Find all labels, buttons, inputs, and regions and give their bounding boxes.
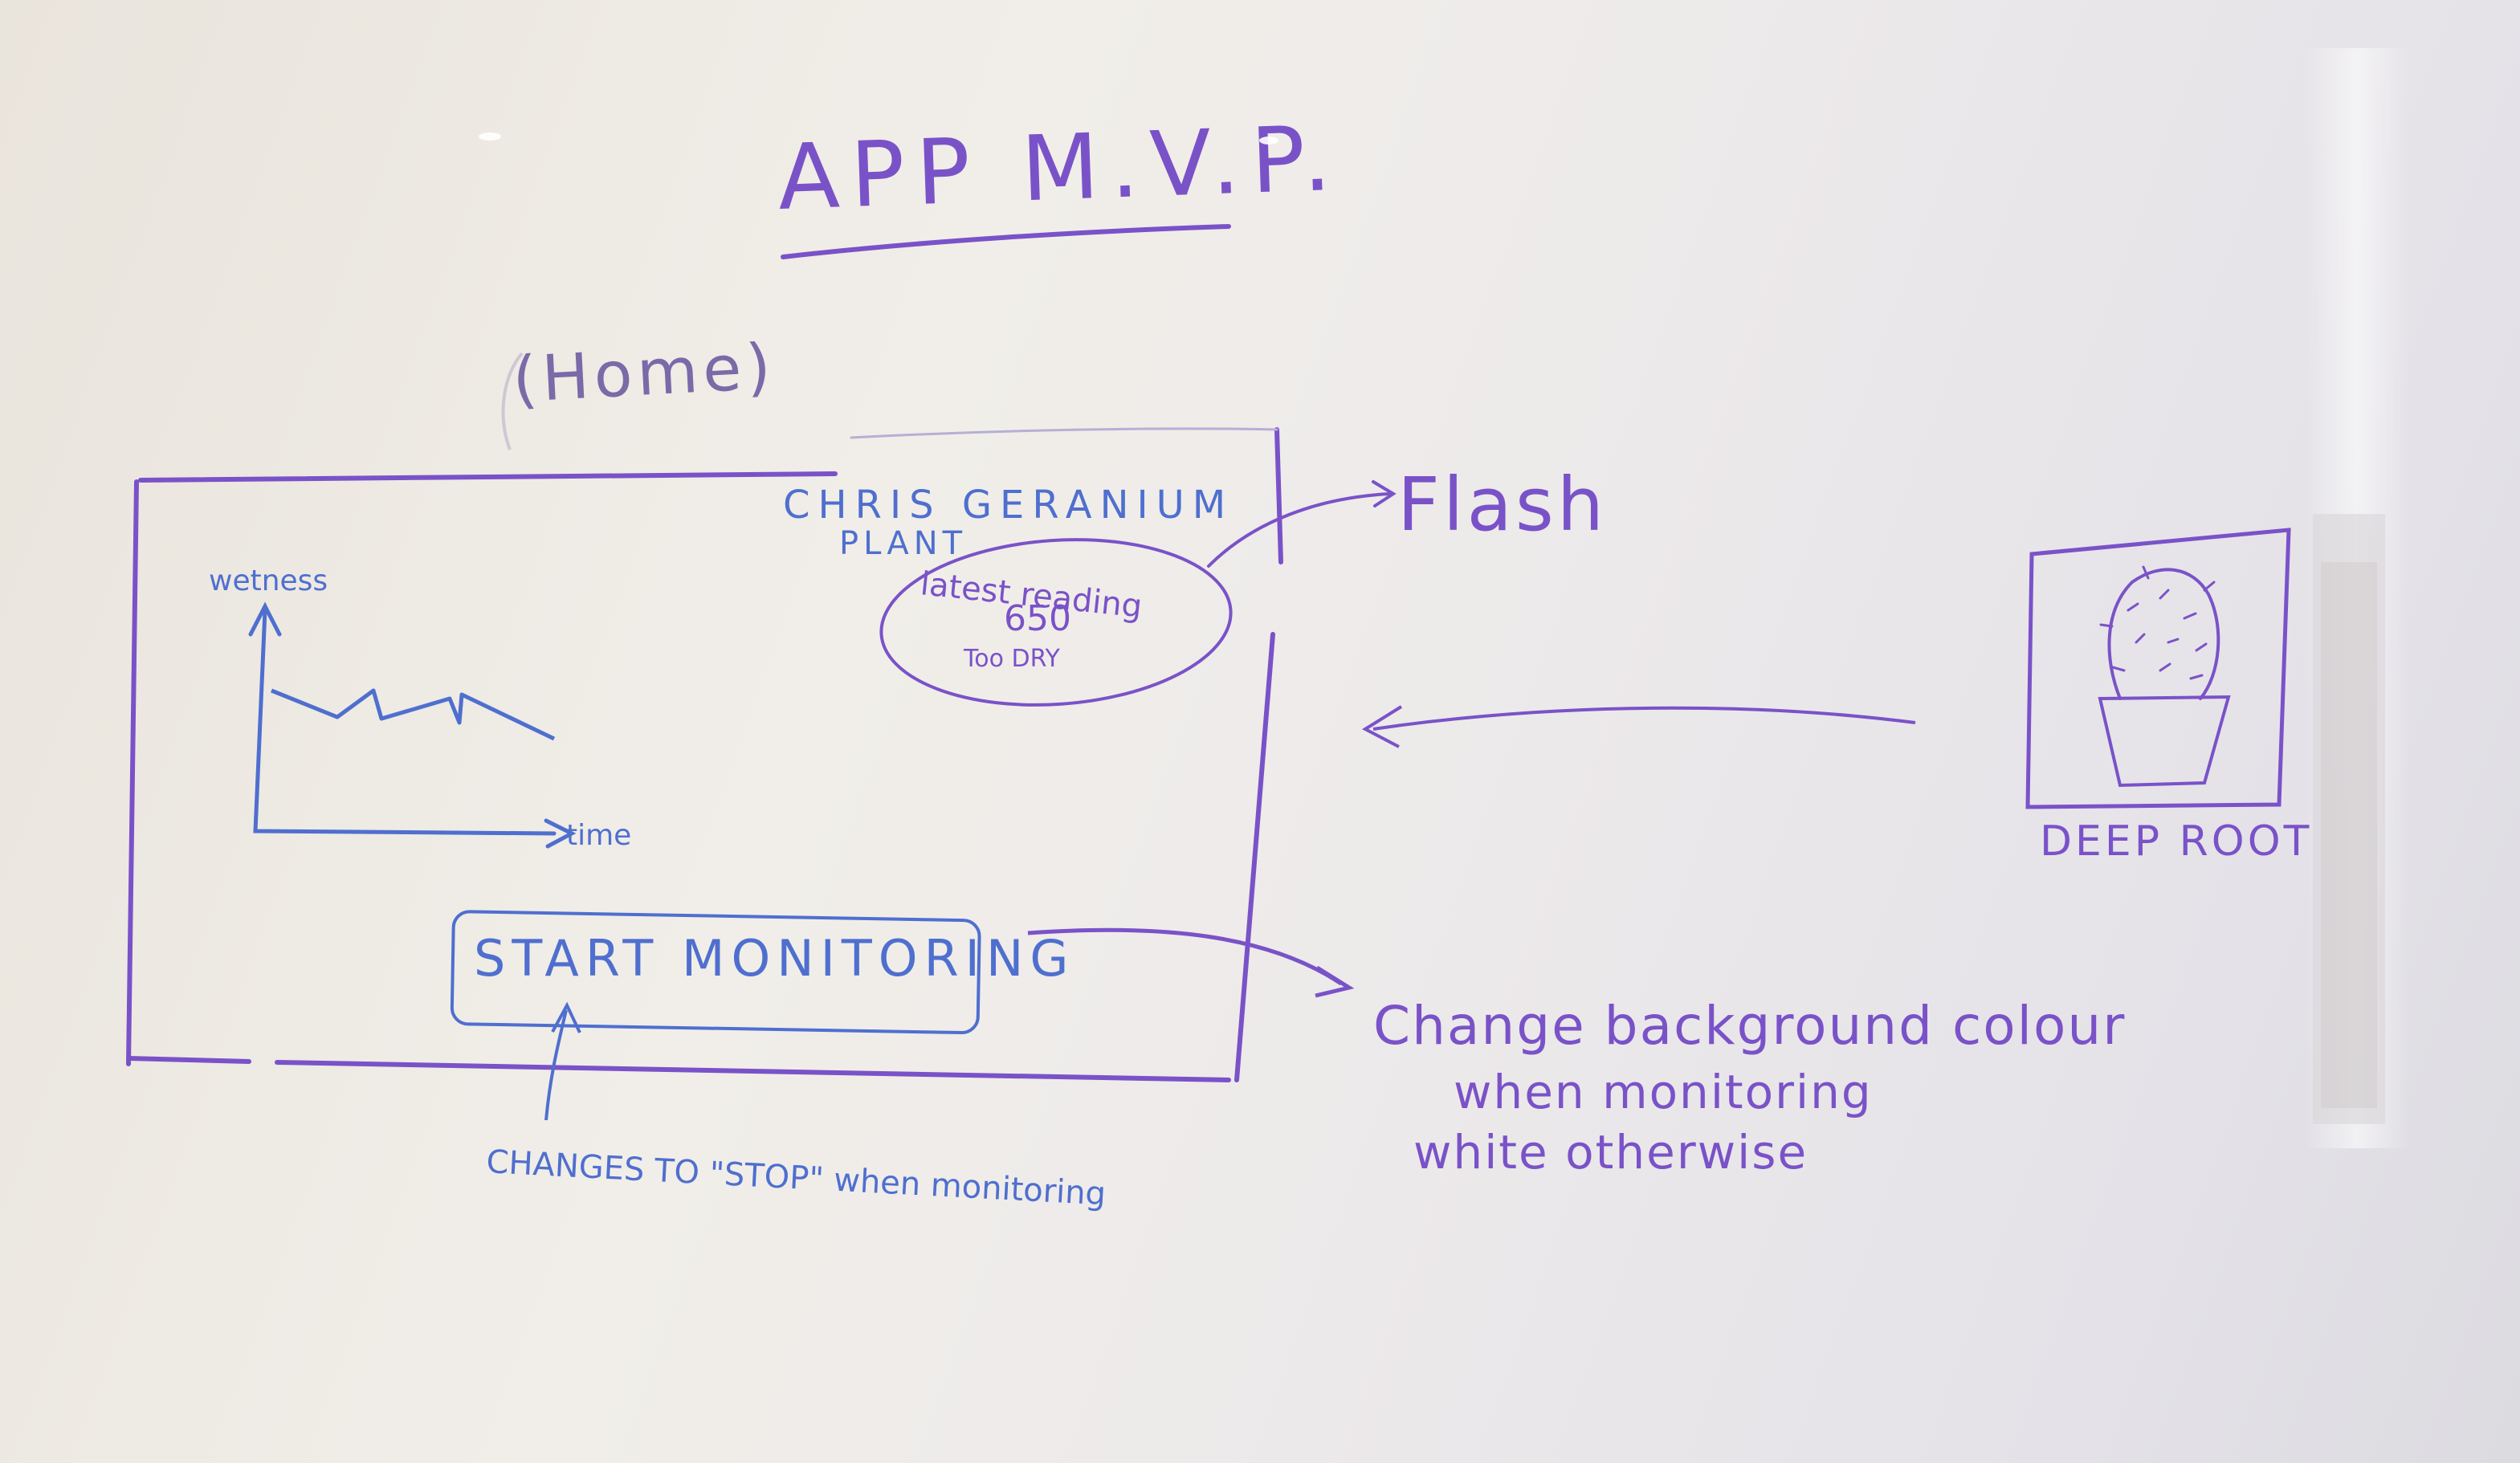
title-underline (781, 224, 1231, 259)
cactus-icon (2107, 568, 2220, 700)
app-screen-mockup (126, 427, 1283, 1082)
start-monitoring-button[interactable]: START MONITORING (450, 910, 1075, 1035)
background-note-1: Change background colour (1373, 995, 2126, 1057)
page-title: APP M.V.P. (776, 107, 1344, 230)
background-note-2: when monitoring (1454, 1065, 1873, 1119)
flash-label: Flash (1397, 462, 1607, 548)
flash-arrow (1207, 492, 1391, 568)
window-reflection (2305, 48, 2409, 1148)
button-arrow (544, 1009, 568, 1121)
home-label: (Home) (511, 331, 777, 417)
changes-stop-note: CHANGES TO "STOP" when monitoring (485, 1143, 1107, 1212)
title-group: APP M.V.P. (776, 107, 1344, 259)
graph-ylabel: wetness (209, 564, 328, 597)
plant-name: CHRIS GERANIUM (783, 483, 1233, 528)
background-note-3: white otherwise (1413, 1125, 1808, 1180)
graph-xlabel: time (566, 819, 631, 852)
start-monitoring-label: START MONITORING (474, 929, 1074, 988)
reading-status: Too DRY (963, 645, 1060, 673)
logo-arrow (1372, 706, 1916, 731)
logo-caption: DEEP ROOT (2040, 817, 2312, 866)
graph-line (271, 688, 556, 741)
wetness-graph: wetness time (209, 564, 631, 852)
deep-root-logo (2025, 528, 2291, 809)
background-arrow (1027, 927, 1343, 986)
reading-value: 650 (1004, 598, 1071, 639)
plant-sub: PLANT (839, 525, 967, 562)
